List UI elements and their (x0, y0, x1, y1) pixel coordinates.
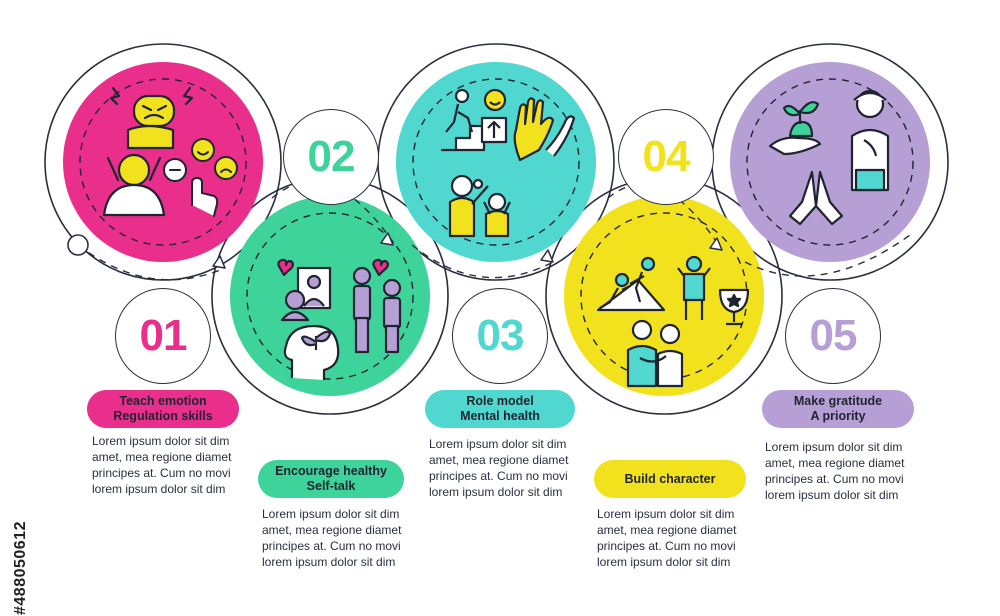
stock-id-label: #488050612 (12, 521, 29, 615)
step-title-4-line1: Build character (624, 471, 716, 486)
desc-line: amet, mea regione diamet (765, 456, 905, 470)
emoji-rating-icon (163, 138, 238, 217)
step-title-2-line2: Self-talk (306, 479, 356, 493)
desc-line: Lorem ipsum dolor sit dim (429, 437, 567, 451)
step-number-4: 04 (618, 109, 714, 205)
grateful-person-icon (850, 89, 890, 192)
step-desc-4: Lorem ipsum dolor sit dim amet, mea regi… (597, 506, 777, 570)
step-desc-1: Lorem ipsum dolor sit dim amet, mea regi… (92, 433, 272, 497)
desc-line: amet, mea regione diamet (262, 523, 402, 537)
hug-icon (626, 319, 684, 388)
climbing-help-icon (596, 256, 666, 312)
step-title-2-line1: Encourage healthy (275, 464, 387, 478)
desc-line: principes at. Cum no movi (597, 539, 736, 553)
arrow-head-4 (709, 237, 723, 251)
arrow-head-1 (212, 255, 226, 269)
desc-line: Lorem ipsum dolor sit dim (597, 507, 735, 521)
step-title-1-line1: Teach emotion (119, 394, 207, 408)
dash-ring-2 (246, 212, 414, 380)
dash-ring-5 (746, 78, 914, 246)
desc-line: Lorem ipsum dolor sit dim (92, 434, 230, 448)
praying-hands-icon (788, 170, 844, 226)
circle-step-3 (396, 62, 596, 262)
parent-child-icon (448, 174, 511, 238)
desc-line: lorem ipsum dolor sit dim (765, 488, 899, 502)
step-number-3: 03 (452, 288, 548, 384)
step-number-2: 02 (283, 109, 379, 205)
step-title-5-line2: A priority (810, 409, 866, 423)
mirror-self-icon (277, 258, 332, 322)
desc-line: principes at. Cum no movi (429, 469, 568, 483)
desc-line: lorem ipsum dolor sit dim (597, 555, 731, 569)
plant-in-hand-icon (768, 101, 822, 156)
desc-line: Lorem ipsum dolor sit dim (262, 507, 400, 521)
trophy-strength-icon (677, 255, 750, 326)
dash-ring-3 (412, 78, 580, 246)
couple-talking-icon (352, 258, 402, 354)
mind-growth-icon (283, 324, 340, 380)
desc-line: principes at. Cum no movi (765, 472, 904, 486)
desc-line: principes at. Cum no movi (262, 539, 401, 553)
desc-line: principes at. Cum no movi (92, 466, 231, 480)
desc-line: lorem ipsum dolor sit dim (429, 485, 563, 499)
desc-line: Lorem ipsum dolor sit dim (765, 440, 903, 454)
connector-3-4 (411, 244, 554, 279)
circle-step-5 (730, 62, 930, 262)
arrow-head-3 (540, 249, 554, 263)
step-title-4: Build character (594, 460, 746, 498)
dash-ring-1 (79, 78, 247, 246)
high-five-icon (513, 97, 576, 162)
desc-line: lorem ipsum dolor sit dim (262, 555, 396, 569)
step-title-3-line1: Role model (466, 394, 534, 408)
angry-face-icon (109, 86, 194, 150)
step-title-3-line2: Mental health (460, 409, 540, 423)
connector-1-2 (77, 244, 226, 281)
connector-5-end (744, 234, 911, 277)
frustrated-person-icon (102, 153, 166, 217)
stairs-success-icon (440, 88, 508, 152)
desc-line: amet, mea regione diamet (597, 523, 737, 537)
desc-line: lorem ipsum dolor sit dim (92, 482, 226, 496)
desc-line: amet, mea regione diamet (92, 450, 232, 464)
step-desc-5: Lorem ipsum dolor sit dim amet, mea regi… (765, 439, 945, 503)
step-desc-2: Lorem ipsum dolor sit dim amet, mea regi… (262, 506, 442, 570)
step-title-1-line2: Regulation skills (113, 409, 213, 423)
step-number-5: 05 (785, 288, 881, 384)
desc-line: amet, mea regione diamet (429, 453, 569, 467)
start-marker (67, 234, 89, 256)
arrow-head-2 (380, 232, 394, 246)
step-title-5-line1: Make gratitude (793, 394, 883, 408)
connector-2-3 (271, 181, 396, 246)
step-number-1: 01 (115, 288, 211, 384)
step-desc-3: Lorem ipsum dolor sit dim amet, mea regi… (429, 436, 609, 500)
